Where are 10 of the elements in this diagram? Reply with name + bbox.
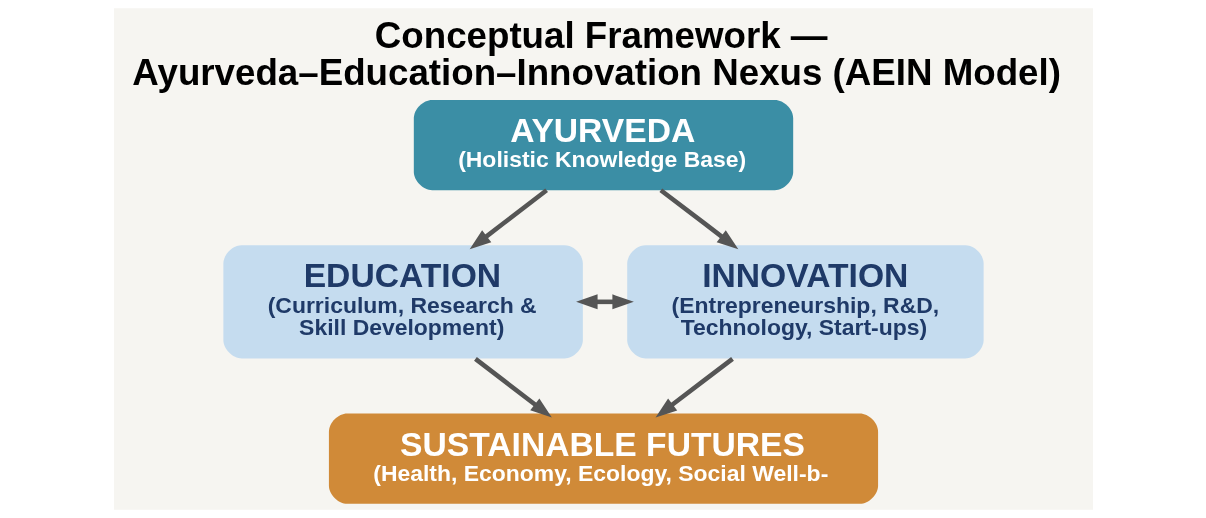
node-box: SUSTAINABLE FUTURES (Health, Economy, Ecology, Social Well-b- [328,413,878,504]
arrow [473,357,552,418]
node-box: AYURVEDA (Holistic Knowledge Base) [413,99,793,191]
node-box: EDUCATION (Curriculum, Research & Skill Development) [222,245,583,359]
arrow [655,357,734,418]
arrow [469,188,548,250]
diagram-title: Conceptual Framework — Ayurveda–Education–Innovation Nexus (AEIN Model) [131,15,1061,93]
arrow [575,294,634,310]
arrow [658,188,738,250]
node-box: INNOVATION (Entrepreneurship, R&D, Technology, Start-ups) [626,245,984,359]
